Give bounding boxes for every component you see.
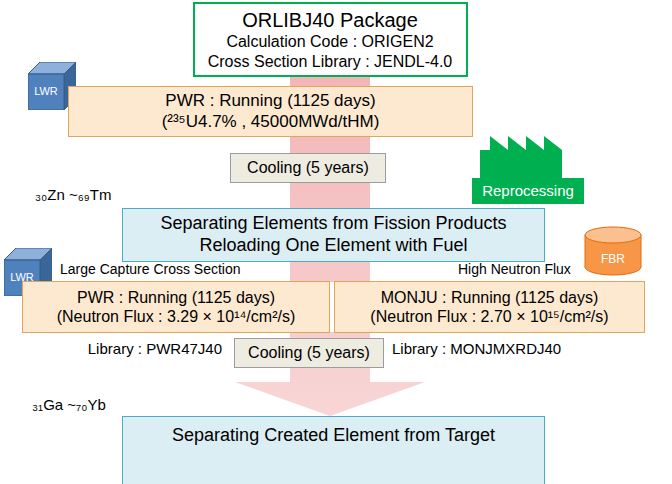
node-title: Cooling (5 years) [247, 158, 369, 177]
element-range: ₃₀Zn ~₆₉Tm [35, 186, 111, 204]
cylinder-edge [641, 235, 642, 267]
cylinder-top [585, 227, 641, 243]
package-box: ORLIBJ40 PackageCalculation Code : ORIGE… [193, 2, 468, 77]
flow-band [290, 261, 330, 282]
reactor-run-box: PWR : Running (1125 days)(²³⁵U4.7% , 450… [68, 86, 473, 137]
flow-band [330, 261, 370, 282]
node-title: Reprocessing [482, 182, 574, 200]
element-range: ₃₁Ga ~₇₀Yb [32, 396, 106, 414]
cylinder-edge [585, 235, 586, 267]
node-detail: Reloading One Element with Fuel [199, 235, 467, 257]
node-title: PWR : Running (1125 days) [165, 91, 375, 111]
node-title: LWR [34, 85, 58, 98]
cube-front [28, 74, 64, 110]
node-title: MONJU : Running (1125 days) [381, 288, 599, 307]
feature-label: High Neutron Flux [458, 261, 571, 278]
node-detail: (²³⁵U4.7% , 45000MWd/tHM) [162, 112, 380, 132]
flow-band [290, 136, 370, 154]
node-title: Separating Elements from Fission Product… [160, 213, 506, 235]
node-title: ORLIBJ40 Package [242, 8, 418, 32]
cooling-box: Cooling (5 years) [234, 338, 384, 368]
reactor-run-box: PWR : Running (1125 days)(Neutron Flux :… [22, 281, 330, 333]
feature-label: Large Capture Cross Section [60, 261, 241, 278]
separation-box: Separating Elements from Fission Product… [122, 208, 545, 262]
reactor-cylinder: FBR [584, 226, 642, 276]
node-title: Cooling (5 years) [248, 343, 370, 362]
reactor-run-box: MONJU : Running (1125 days)(Neutron Flux… [334, 281, 645, 333]
flow-arrow [235, 367, 425, 416]
cylinder-shape [584, 226, 642, 276]
library-label: Library : MONJMXRDJ40 [392, 340, 561, 358]
separation-box: Separating Created Element from Target [122, 416, 545, 484]
node-detail: (Neutron Flux : 2.70 × 10¹⁵/cm²/s) [370, 307, 608, 326]
node-detail: (Neutron Flux : 3.29 × 10¹⁴/cm²/s) [57, 307, 296, 326]
node-title: PWR : Running (1125 days) [77, 288, 275, 307]
node-title: FBR [601, 252, 625, 266]
flow-band [290, 182, 370, 209]
library-label: Library : PWR47J40 [88, 340, 222, 358]
node-title: Separating Created Element from Target [172, 425, 495, 447]
node-detail: Calculation Code : ORIGEN2 [226, 32, 433, 51]
cooling-box: Cooling (5 years) [230, 153, 386, 183]
node-detail: Cross Section Library : JENDL-4.0 [208, 52, 453, 71]
reprocessing-box: Reprocessing [472, 178, 584, 204]
